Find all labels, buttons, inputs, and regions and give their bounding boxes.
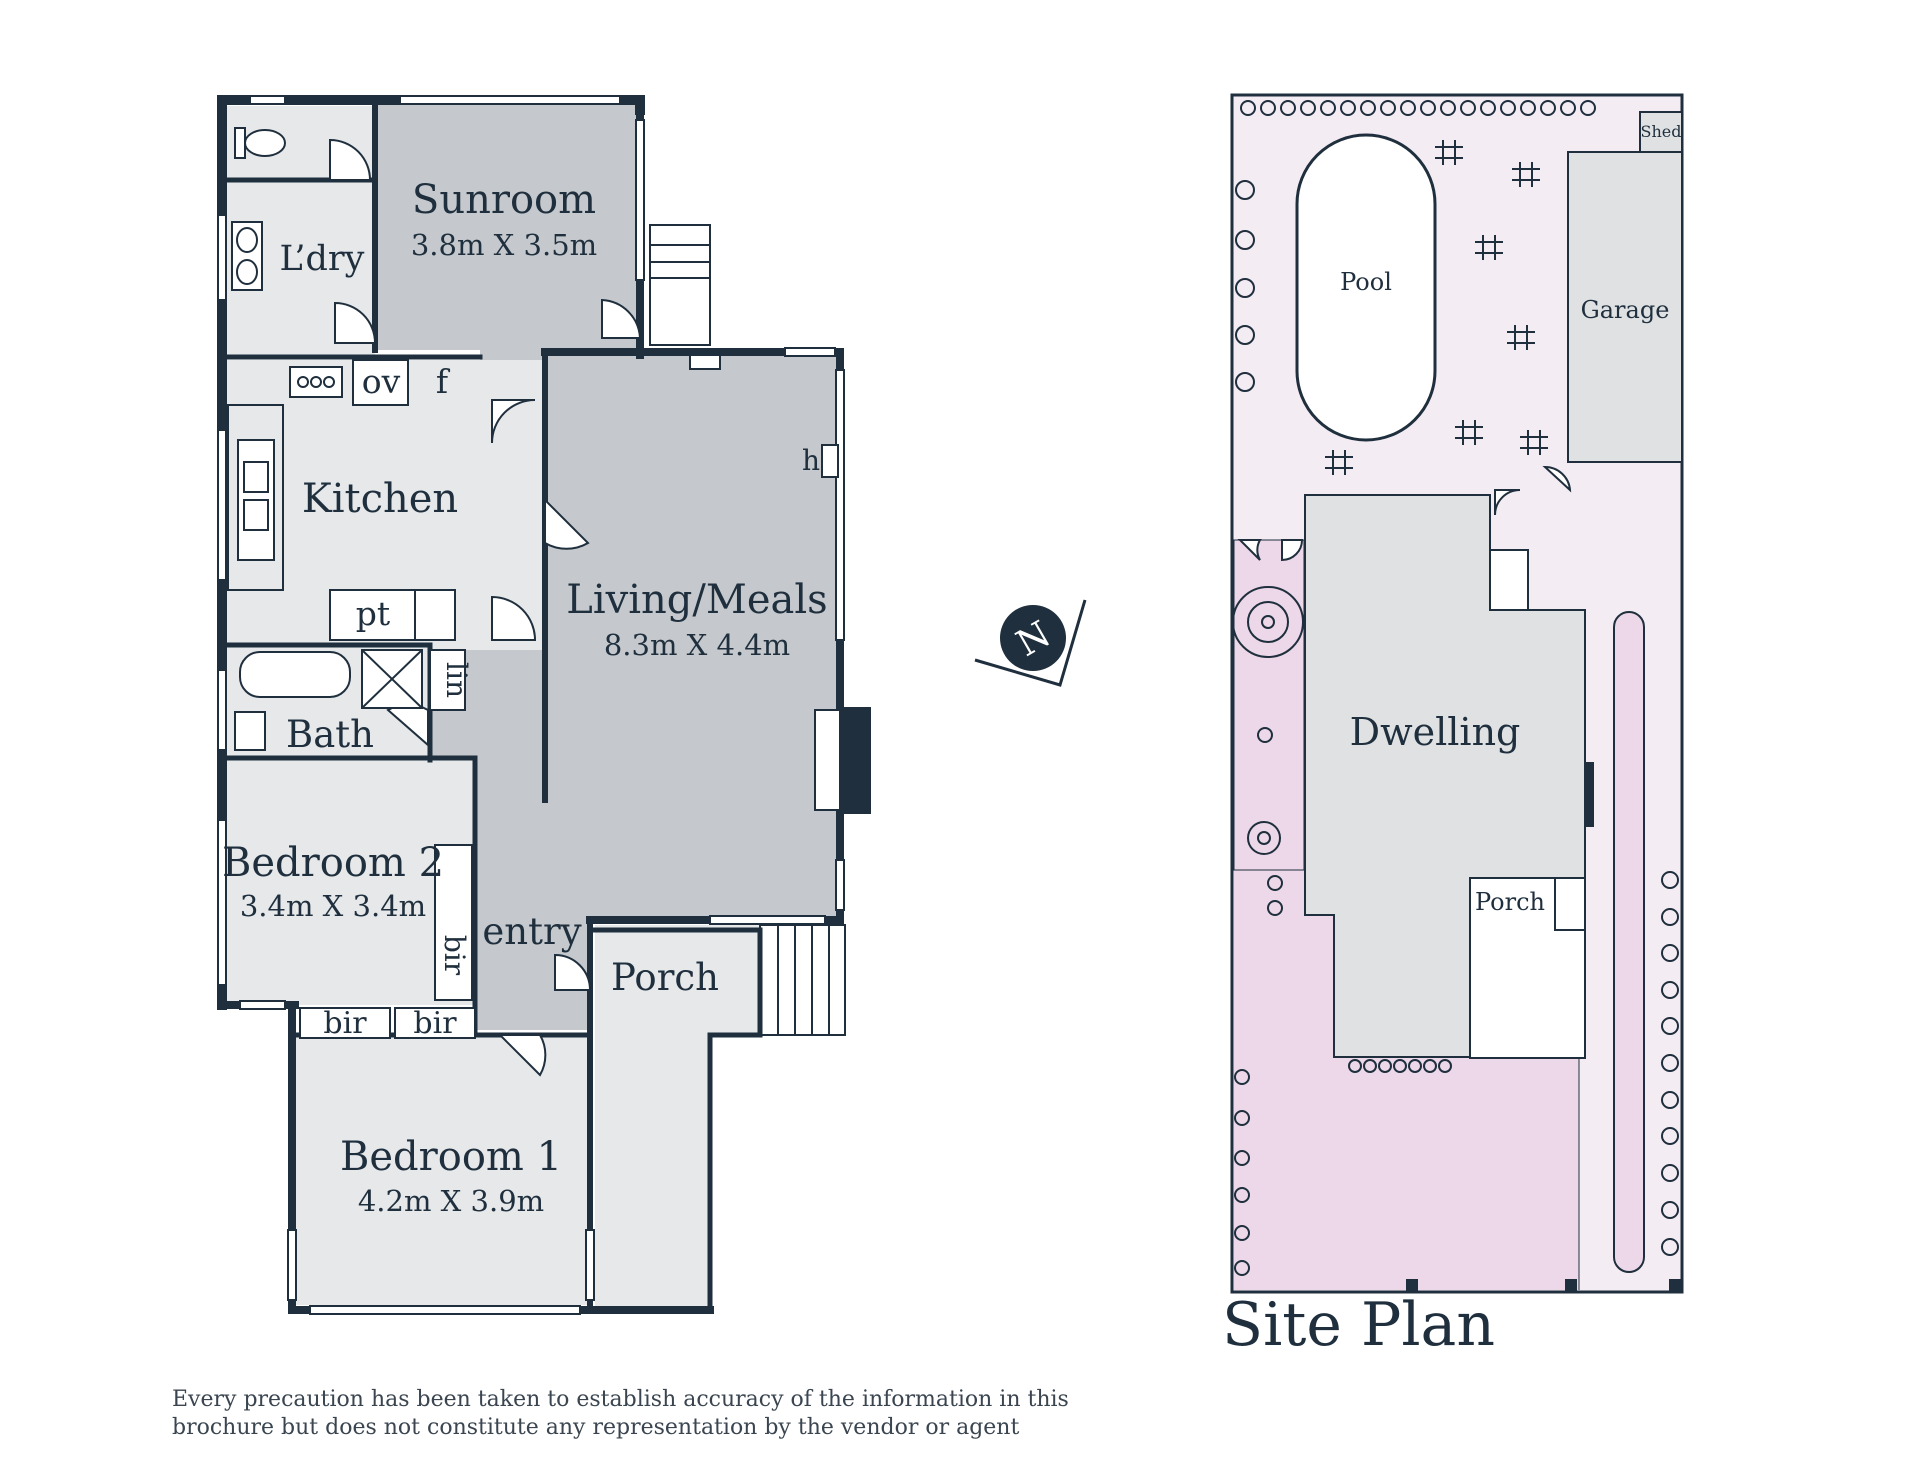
site-label-garage: Garage (1581, 296, 1670, 324)
bedroom2-floor (225, 760, 475, 1005)
fixture-label-linen: lin (440, 662, 473, 698)
windows (217, 95, 845, 1315)
sunroom-floor (375, 104, 640, 395)
room-label-bedroom1: Bedroom 1 (340, 1134, 562, 1180)
hall-floor (430, 650, 590, 1030)
vanity-icon (234, 711, 266, 751)
wc-door (329, 138, 372, 181)
fixture-label-oven: ov (362, 362, 401, 401)
sunroom-steps (649, 224, 711, 346)
garage-box (1567, 151, 1683, 463)
linen-box (429, 649, 466, 711)
toilet-icon (234, 127, 246, 159)
floor-plan: Sunroom 3.8m X 3.5m L’dry ov f Kitchen p… (217, 95, 871, 1315)
room-label-bedroom2: Bedroom 2 (222, 840, 444, 886)
paver-marks (1325, 140, 1548, 475)
porch-steps (759, 924, 846, 1036)
dwelling-nook (1489, 549, 1529, 611)
disclaimer-line-2: brochure but does not constitute any rep… (172, 1415, 1020, 1440)
bed1-robe-right (394, 1007, 476, 1039)
north-compass: N (974, 599, 1087, 687)
disclaimer: Every precaution has been taken to estab… (172, 1386, 1132, 1442)
site-label-dwelling: Dwelling (1350, 710, 1521, 754)
room-dims-bedroom1: 4.2m X 3.9m (358, 1184, 544, 1218)
room-label-kitchen: Kitchen (302, 476, 458, 522)
fixture-label-pantry: pt (356, 594, 390, 633)
room-labels: Sunroom 3.8m X 3.5m L’dry ov f Kitchen p… (222, 177, 828, 1218)
side-yard (1233, 539, 1305, 871)
fixture-label-heater: h (802, 444, 820, 477)
bed1-robe-left (299, 1007, 391, 1039)
site-door-side (1237, 539, 1304, 562)
feature-plants (1232, 586, 1304, 855)
laundry-door (334, 301, 377, 344)
site-label-pool: Pool (1340, 268, 1392, 296)
room-label-living: Living/Meals (566, 577, 827, 623)
room-fills (225, 104, 846, 1310)
fixture-label-fridge: f (436, 362, 451, 401)
compass-arrow (974, 599, 1087, 687)
kitchen-floor (225, 360, 545, 650)
disclaimer-line-1: Every precaution has been taken to estab… (172, 1387, 1069, 1412)
porch-floor (595, 925, 760, 1310)
pantry-box (329, 589, 416, 641)
room-dims-sunroom: 3.8m X 3.5m (411, 228, 597, 262)
shrubs-right (1661, 871, 1679, 1256)
site-plan: Pool Garage Shed Dwelling Porch (1230, 93, 1684, 1294)
sunroom-door (601, 298, 642, 339)
bedroom1-floor (295, 1035, 590, 1305)
fixture-label-bir-bed1-left: bir (323, 1006, 367, 1041)
room-label-sunroom: Sunroom (412, 177, 596, 223)
site-plan-title: Site Plan (1222, 1290, 1495, 1360)
shed-box (1639, 111, 1683, 153)
living-floor (545, 355, 840, 920)
pool-shape (1295, 133, 1437, 442)
doors (329, 138, 642, 1077)
room-label-entry: entry (482, 910, 581, 953)
hedge-front (1348, 1059, 1452, 1073)
driveway-strip (1613, 611, 1645, 1273)
room-label-laundry: L’dry (280, 239, 365, 279)
oven-box (352, 359, 409, 406)
fixture-label-bir-bed2: bir (438, 935, 471, 976)
dwelling-chimney (1585, 762, 1594, 827)
kitchen-bench (227, 404, 284, 591)
bed2-robe (434, 844, 473, 1001)
site-label-porch: Porch (1475, 888, 1545, 916)
bathtub-icon (239, 651, 351, 698)
fireplace-icon (814, 709, 841, 811)
kitchen-door-side (544, 497, 590, 550)
compass-disc (1000, 605, 1066, 671)
fixtures (227, 127, 871, 1039)
entry-door (554, 953, 592, 991)
kitchen-door-top (491, 399, 536, 444)
site-door-garage (1494, 465, 1572, 516)
bedroom1-door (497, 1034, 547, 1077)
fixture-label-bir-bed1-right: bir (413, 1006, 457, 1041)
site-label-shed: Shed (1641, 122, 1682, 141)
hedge-top (1240, 100, 1596, 116)
vent-icon (689, 354, 721, 370)
room-label-porch: Porch (611, 956, 719, 999)
room-dims-bedroom2: 3.4m X 3.4m (240, 889, 426, 923)
heater-icon (821, 444, 839, 478)
kitchen-door-bottom (491, 595, 537, 641)
room-dims-living: 8.3m X 4.4m (604, 628, 790, 662)
shrubs-left (1234, 180, 1283, 1276)
room-label-bath: Bath (286, 713, 374, 756)
